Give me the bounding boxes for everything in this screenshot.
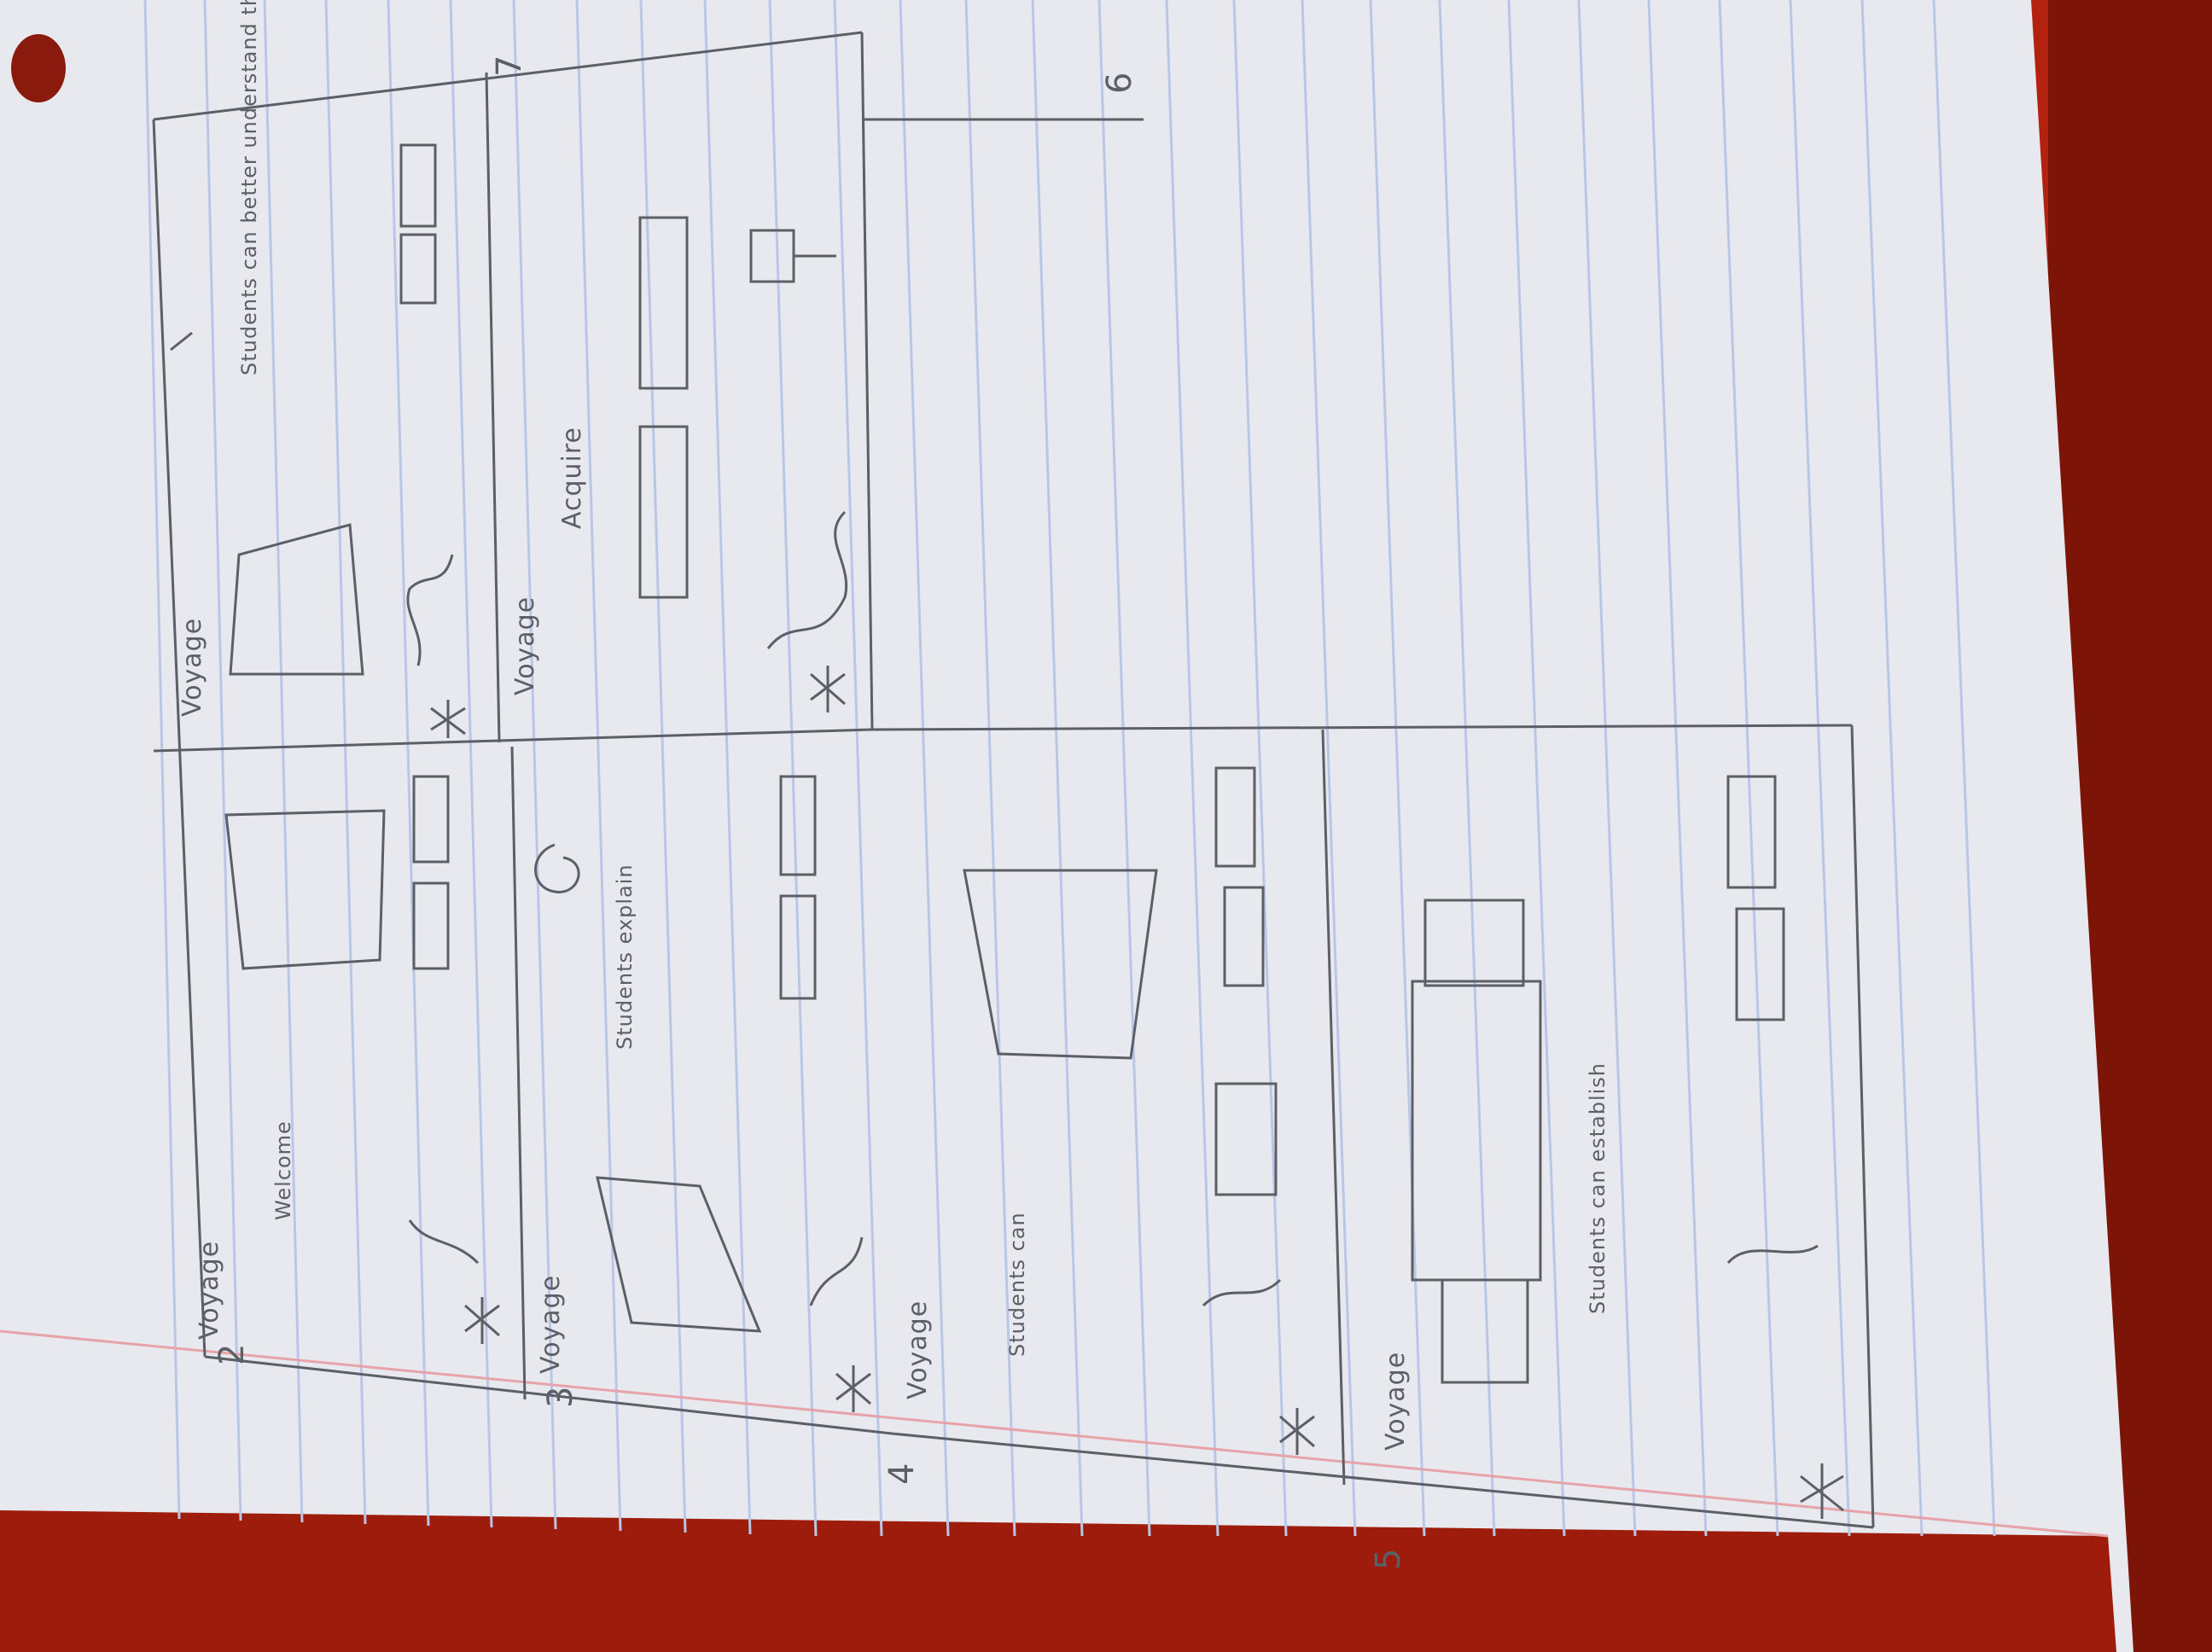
frame2-button-a (412, 775, 450, 864)
frame5-brand: Voyage (1381, 1352, 1411, 1451)
frame7-number: 7 (490, 55, 529, 77)
frame7-button-b (638, 216, 689, 390)
frame2-number: 2 (212, 1343, 252, 1365)
margin-line (0, 1329, 2109, 1538)
frame-5 (1411, 775, 1844, 1519)
frame5-button-a (1726, 775, 1777, 889)
frame3-compass-icon (835, 1365, 871, 1412)
frame6-pin-icon (170, 331, 193, 352)
frame5-panel-top (1423, 899, 1525, 987)
frame2-button-b (412, 881, 450, 970)
frame7-compass-icon (810, 666, 846, 713)
ruled-lines (143, 0, 1996, 1537)
storyboard-grid (152, 31, 1875, 1529)
frame3-button-a (779, 775, 817, 876)
frame2-image-box (224, 809, 386, 970)
frame6-button-b (399, 143, 437, 228)
frame5-compass-icon (1800, 1463, 1844, 1519)
frame4-button-a (1214, 766, 1256, 868)
frame7-map-outline (766, 510, 848, 649)
frame3-logo-icon (534, 843, 580, 893)
frame2-map-outline (408, 1219, 480, 1265)
frame5-panel-bottom (1441, 1278, 1529, 1384)
frame6-brand: Voyage (178, 618, 207, 717)
frame-2 (224, 775, 500, 1344)
frame5-map-outline (1726, 1244, 1819, 1265)
frame4-brand: Voyage (903, 1300, 933, 1399)
frame2-compass-icon (464, 1297, 500, 1344)
frame7-button-a (638, 425, 689, 599)
frame6-number: 6 (1100, 72, 1139, 94)
frame2-caption: Welcome (271, 1120, 295, 1220)
frame4-figure-box (1214, 1082, 1278, 1196)
binder-hole (11, 34, 66, 102)
frame3-brand: Voyage (536, 1275, 566, 1374)
frame4-map-outline (1202, 1278, 1282, 1307)
frame7-figure-sketch (749, 229, 836, 283)
frame3-map-outline (809, 1236, 864, 1306)
frame6-compass-icon (430, 700, 466, 738)
frame6-map-outline (406, 554, 454, 666)
frame3-image-box (596, 1176, 762, 1333)
notebook-paper (0, 0, 2133, 1652)
frame3-caption: Students explain (613, 864, 637, 1050)
frame6-image-box (229, 523, 364, 676)
frame3-number: 3 (541, 1386, 580, 1408)
frame-4 (963, 766, 1315, 1455)
frame7-caption: Acquire (557, 427, 587, 529)
frame4-number: 4 (882, 1463, 922, 1485)
frame-7 (638, 216, 848, 713)
frame2-brand: Voyage (195, 1241, 224, 1340)
frame5-number: 5 (1369, 1548, 1408, 1570)
frame3-button-b (779, 894, 817, 1000)
frame6-button-a (399, 233, 437, 305)
frame5-caption: Students can establish (1586, 1062, 1610, 1314)
frame4-button-b (1223, 886, 1265, 987)
frame4-compass-icon (1279, 1408, 1315, 1455)
frame4-image-box (963, 869, 1158, 1060)
frame6-caption: Students can better understand the answe… (237, 0, 261, 375)
frame4-caption: Students can (1005, 1212, 1029, 1357)
frame-6 (170, 143, 466, 738)
frame-3 (534, 775, 871, 1412)
paper-bottom-edge (0, 1510, 2116, 1652)
frame5-button-b (1735, 907, 1785, 1021)
frame7-brand: Voyage (510, 596, 540, 695)
